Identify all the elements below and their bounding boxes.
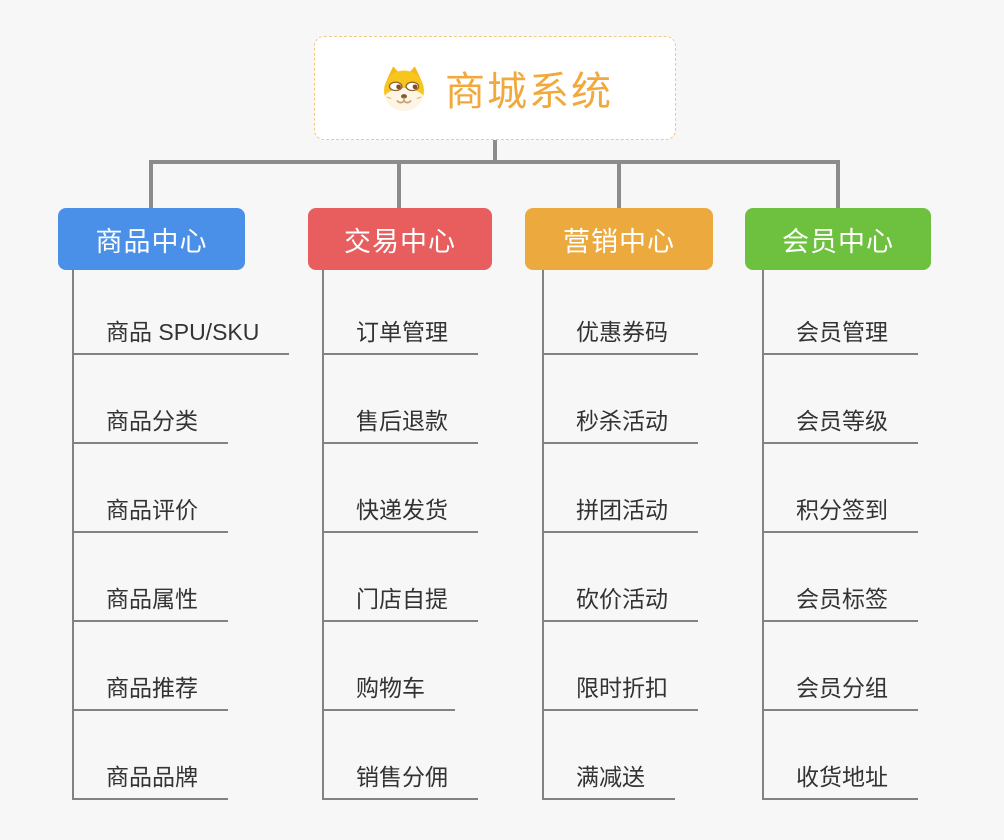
branch-label: 会员中心: [782, 226, 894, 257]
connector-drop-marketing: [617, 160, 621, 208]
root-node[interactable]: 商城系统: [314, 36, 676, 140]
leaf-node[interactable]: 满减送: [542, 765, 675, 800]
leaf-node[interactable]: 拼团活动: [542, 498, 698, 533]
branch-node-member-center[interactable]: 会员中心: [745, 208, 931, 270]
leaf-node[interactable]: 积分签到: [762, 498, 918, 533]
leaf-node[interactable]: 订单管理: [322, 320, 478, 355]
connector-trunk-trade: [322, 270, 324, 800]
leaf-node[interactable]: 购物车: [322, 676, 455, 711]
branch-label: 商品中心: [95, 226, 208, 257]
leaf-node[interactable]: 快递发货: [322, 498, 478, 533]
leaf-node[interactable]: 会员标签: [762, 587, 918, 622]
branch-node-marketing-center[interactable]: 营销中心: [525, 208, 713, 270]
leaf-node[interactable]: 限时折扣: [542, 676, 698, 711]
leaf-node[interactable]: 售后退款: [322, 409, 478, 444]
shiba-dog-icon: [377, 63, 431, 113]
connector-trunk-marketing: [542, 270, 544, 800]
leaf-node[interactable]: 会员分组: [762, 676, 918, 711]
leaf-node[interactable]: 商品属性: [72, 587, 228, 622]
leaf-node[interactable]: 商品评价: [72, 498, 228, 533]
leaf-node[interactable]: 门店自提: [322, 587, 478, 622]
branch-label: 交易中心: [344, 226, 456, 257]
connector-root-stem: [493, 140, 497, 164]
branch-node-product-center[interactable]: 商品中心: [58, 208, 245, 270]
leaf-node[interactable]: 收货地址: [762, 765, 918, 800]
leaf-node[interactable]: 销售分佣: [322, 765, 478, 800]
root-node-label: 商城系统: [445, 70, 613, 114]
leaf-node[interactable]: 商品品牌: [72, 765, 228, 800]
connector-drop-member: [836, 160, 840, 208]
leaf-node[interactable]: 秒杀活动: [542, 409, 698, 444]
branch-node-trade-center[interactable]: 交易中心: [308, 208, 492, 270]
leaf-node[interactable]: 砍价活动: [542, 587, 698, 622]
leaf-node[interactable]: 会员等级: [762, 409, 918, 444]
branch-label: 营销中心: [563, 226, 675, 257]
connector-drop-trade: [397, 160, 401, 208]
leaf-node[interactable]: 会员管理: [762, 320, 918, 355]
connector-drop-product: [149, 160, 153, 208]
leaf-node[interactable]: 优惠券码: [542, 320, 698, 355]
leaf-node[interactable]: 商品推荐: [72, 676, 228, 711]
connector-trunk-member: [762, 270, 764, 800]
leaf-node[interactable]: 商品分类: [72, 409, 228, 444]
connector-trunk-product: [72, 270, 74, 800]
leaf-node[interactable]: 商品 SPU/SKU: [72, 320, 290, 355]
connector-bus: [149, 160, 840, 164]
